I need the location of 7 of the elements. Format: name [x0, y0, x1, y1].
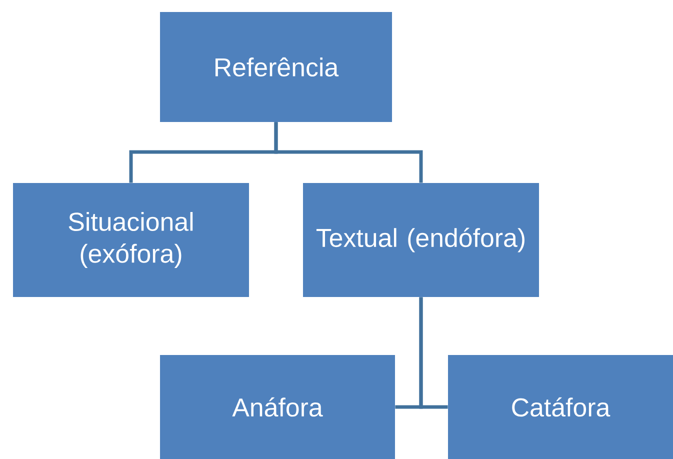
connector	[274, 122, 423, 183]
box: Anáfora	[160, 354, 395, 459]
box: Situacional (exófora)	[13, 182, 249, 297]
box: Textual (endófora)	[303, 182, 539, 297]
connector	[419, 297, 448, 409]
box: Referência	[160, 12, 392, 122]
box: Catáfora	[448, 354, 673, 459]
